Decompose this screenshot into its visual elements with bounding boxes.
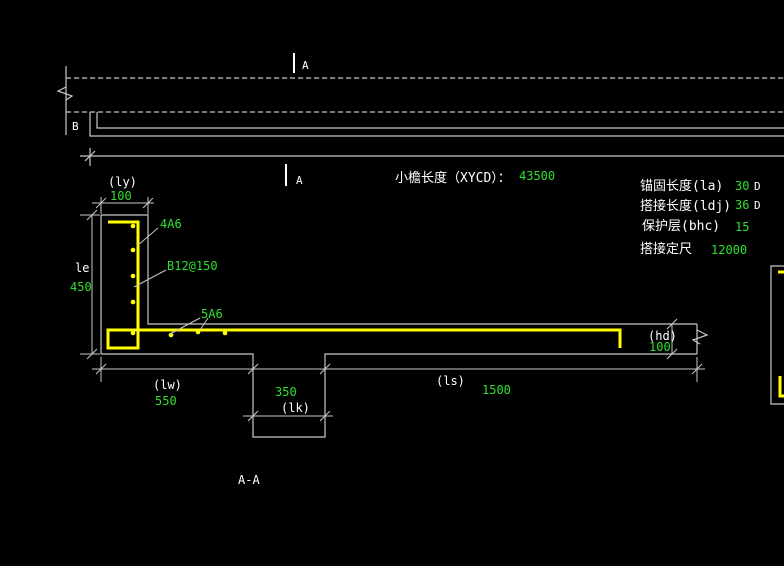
leader-5a6: [169, 317, 201, 335]
param-cover-value[interactable]: 15: [735, 220, 749, 234]
rebar-dot: [195, 329, 201, 335]
parameter-table: 锚固长度(la) 30 D 搭接长度(ldj) 36 D 保护层(bhc) 15…: [640, 178, 761, 257]
plan-view: [56, 66, 784, 166]
ls-label: (ls): [436, 374, 465, 388]
section-break-symbol: [691, 329, 709, 345]
plan-inner-line: [96, 112, 784, 129]
bottom-dim-slash-2: [247, 363, 259, 375]
hd-value[interactable]: 100: [649, 340, 671, 354]
hd-dim-slash-bottom: [666, 348, 678, 360]
bottom-dim-slash-3: [319, 363, 331, 375]
ly-dim-slash-right: [142, 197, 154, 209]
le-dim-slash-bottom: [86, 348, 98, 360]
param-anchor-length-label: 锚固长度(la): [640, 178, 723, 194]
section-outer-top: [101, 214, 697, 325]
param-lap-length-value[interactable]: 36: [735, 198, 749, 212]
section-outer-bottom: [101, 353, 697, 438]
corner-stirrup: [107, 329, 139, 349]
lk-label: (lk): [281, 401, 310, 415]
rebar-dot: [130, 273, 136, 279]
param-lap-length-label: 搭接长度(ldj): [640, 198, 731, 214]
bottom-dim-slash-4: [691, 363, 703, 375]
le-value[interactable]: 450: [70, 280, 92, 294]
section-title: A-A: [238, 473, 260, 487]
hd-dim-slash-top: [666, 318, 678, 330]
rebar-dot: [168, 332, 174, 338]
param-lap-fixed-length-label: 搭接定尺: [640, 241, 692, 257]
section-mark-top-label: A: [302, 59, 309, 72]
eave-length-label: 小檐长度（XYCD）：: [395, 170, 511, 186]
adjacent-view-partial: [770, 265, 784, 405]
eave-length-value[interactable]: 43500: [519, 169, 555, 183]
dimension-lines: [80, 197, 705, 422]
rebar-dot: [130, 299, 136, 305]
bottom-dim-slash-1: [95, 363, 107, 375]
ly-label: (ly): [108, 175, 137, 189]
lk-value[interactable]: 350: [275, 385, 297, 399]
rebar-5a6-label[interactable]: 5A6: [201, 307, 223, 321]
lk-dim-slash-left: [247, 410, 259, 422]
lw-value[interactable]: 550: [155, 394, 177, 408]
lw-label: (lw): [153, 378, 182, 392]
leader-b12: [133, 269, 167, 288]
param-anchor-length-value[interactable]: 30: [735, 179, 749, 193]
rebar-4a6-label[interactable]: 4A6: [160, 217, 182, 231]
leader-4a6: [136, 227, 159, 247]
param-lap-length-unit: D: [754, 199, 761, 212]
rebar-b12-label[interactable]: B12@150: [167, 259, 218, 273]
param-anchor-length-unit: D: [754, 180, 761, 193]
rebar-dot: [222, 330, 228, 336]
section-mark-bottom-label: A: [296, 174, 303, 187]
le-dim-slash-top: [86, 209, 98, 221]
rebar-dot: [130, 247, 136, 253]
plan-outer-line: [89, 112, 784, 137]
plan-break-symbol: [56, 86, 74, 101]
ls-value[interactable]: 1500: [482, 383, 511, 397]
le-label: le: [75, 261, 89, 275]
rebar-dots: [130, 223, 228, 338]
rebar-dot: [130, 330, 136, 336]
plan-length-dim-slash: [84, 150, 96, 162]
leader-5a6-b: [199, 317, 209, 331]
leader-lines: [133, 227, 209, 335]
hd-label: (hd): [648, 329, 677, 343]
param-lap-fixed-length-value[interactable]: 12000: [711, 243, 747, 257]
lk-dim-slash-right: [319, 410, 331, 422]
rebar-dot: [130, 223, 136, 229]
param-cover-label: 保护层(bhc): [642, 219, 720, 234]
mark-b-label: B: [72, 120, 79, 133]
ly-value[interactable]: 100: [110, 189, 132, 203]
rebar: [106, 220, 622, 350]
section-outline: [100, 214, 709, 438]
ly-dim-slash-left: [95, 197, 107, 209]
